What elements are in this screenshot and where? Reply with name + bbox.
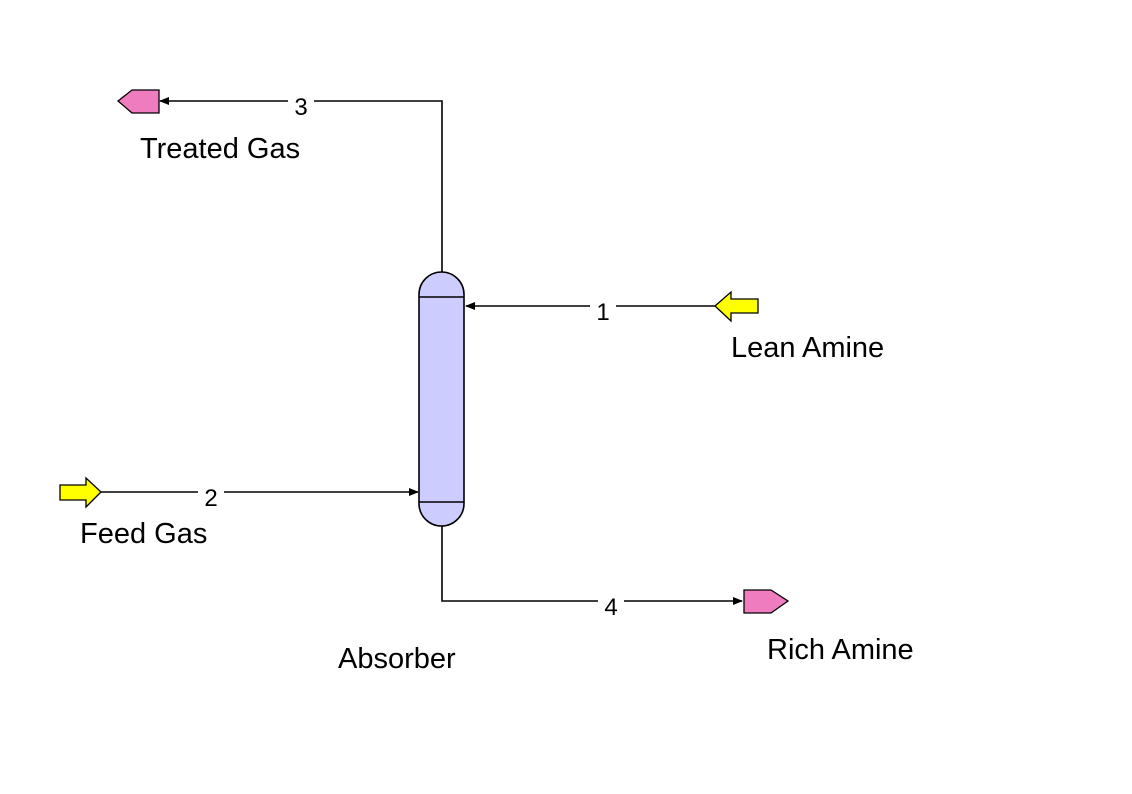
rich-amine-label: Rich Amine [767, 634, 914, 666]
stream-3-number: 3 [294, 94, 307, 121]
absorber-column[interactable] [418, 271, 465, 527]
feed-gas-label: Feed Gas [80, 518, 207, 550]
stream-4-number: 4 [604, 594, 617, 621]
absorber-label: Absorber [338, 643, 456, 675]
stream-2-number: 2 [204, 485, 217, 512]
feed-gas-feed-icon[interactable] [59, 476, 102, 509]
stream-2[interactable]: 2 [101, 484, 419, 512]
treated-gas-label: Treated Gas [140, 133, 300, 165]
stream-3[interactable]: 3 [159, 93, 443, 272]
lean-amine-feed-icon[interactable] [714, 290, 759, 323]
stream-1-number: 1 [596, 299, 609, 326]
stream-4[interactable]: 4 [441, 526, 743, 621]
lean-amine-label: Lean Amine [731, 332, 884, 364]
treated-gas-product-icon[interactable] [116, 89, 160, 114]
stream-1[interactable]: 1 [465, 298, 715, 326]
rich-amine-product-icon[interactable] [743, 589, 790, 614]
